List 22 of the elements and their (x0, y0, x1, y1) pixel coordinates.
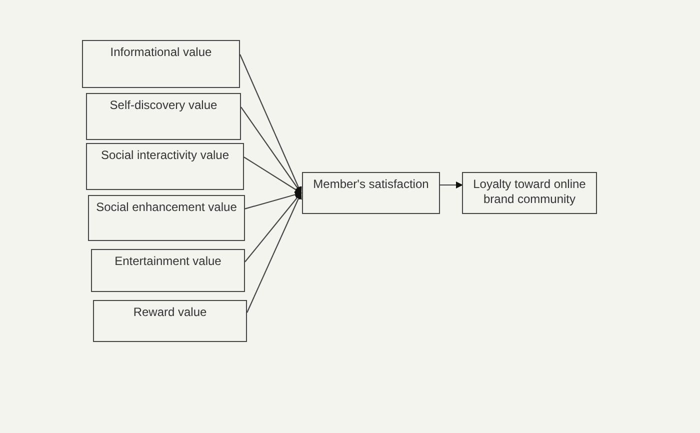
process-box (86, 93, 241, 140)
arrow (240, 54, 302, 194)
box-label: Social interactivity value (100, 148, 230, 163)
box-label: Reward value (132, 305, 208, 320)
box-label: Social enhancement value (95, 200, 238, 215)
box-label: Self-discovery value (108, 98, 218, 113)
box-label: Informational value (109, 45, 213, 60)
arrow (440, 182, 463, 188)
process-box (91, 249, 245, 292)
box-label: Entertainment value (114, 254, 222, 269)
process-box (462, 172, 597, 214)
process-box (86, 143, 244, 190)
arrow (246, 192, 302, 313)
process-box (88, 195, 245, 241)
box-label: Member's satisfaction (312, 177, 430, 192)
arrow (244, 191, 302, 210)
process-box (93, 300, 247, 342)
arrow (244, 156, 302, 194)
box-label: Loyalty toward online brand community (472, 177, 587, 207)
arrow (244, 192, 302, 262)
process-box (302, 172, 440, 214)
process-box (82, 40, 240, 88)
